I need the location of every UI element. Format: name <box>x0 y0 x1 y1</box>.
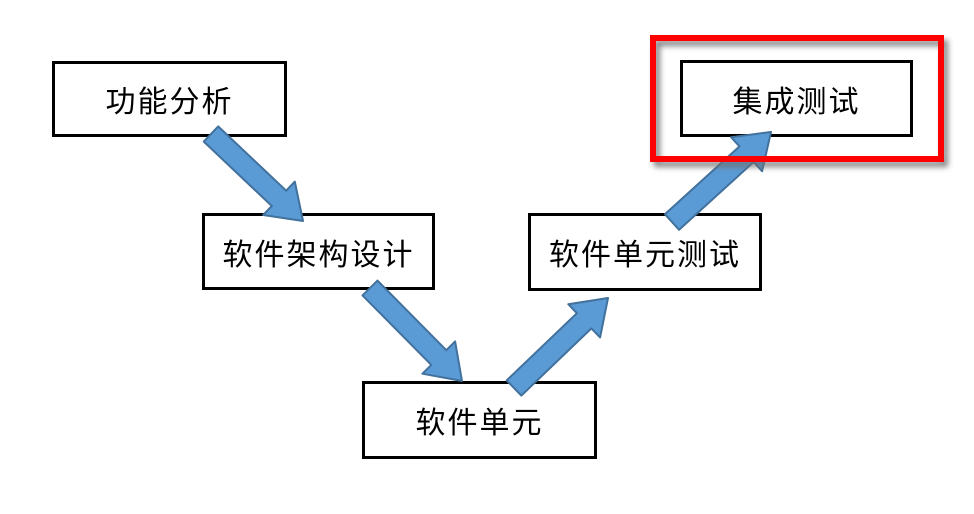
node-software-unit-test-label: 软件单元测试 <box>549 238 741 273</box>
node-software-unit: 软件单元 <box>362 381 597 459</box>
node-software-unit-label: 软件单元 <box>415 406 544 441</box>
node-software-unit-test: 软件单元测试 <box>528 213 762 291</box>
node-integration-test: 集成测试 <box>680 60 913 137</box>
node-integration-test-label: 集成测试 <box>732 84 861 120</box>
flow-arrow-software-architecture-design-to-software-unit <box>361 279 463 382</box>
node-software-architecture-design: 软件架构设计 <box>202 213 435 290</box>
flow-arrow-function-analysis-to-software-architecture-design <box>202 125 304 222</box>
node-function-analysis-label: 功能分析 <box>105 85 234 120</box>
node-software-architecture-design-label: 软件架构设计 <box>222 237 415 273</box>
highlight-rectangle <box>650 35 944 162</box>
node-function-analysis: 功能分析 <box>52 61 287 137</box>
